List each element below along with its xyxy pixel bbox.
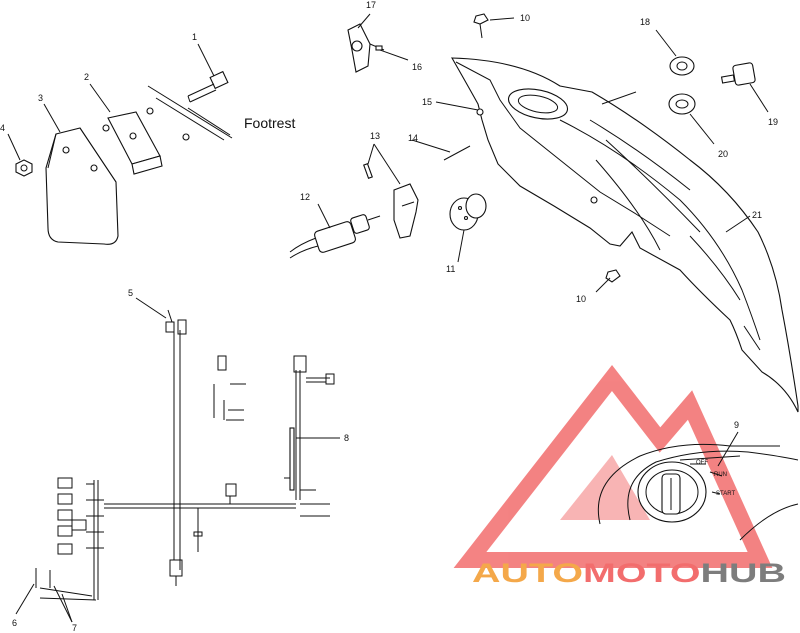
part-18-leader-b (601, 91, 637, 105)
callout-2: 2 (84, 72, 89, 82)
callout-5: 5 (128, 288, 133, 298)
watermark-moto: MOTO (583, 558, 701, 588)
callout-16: 16 (412, 62, 422, 72)
watermark-logo (453, 364, 773, 568)
footrest-label: Footrest (244, 115, 295, 131)
callout-10-bottom: 10 (576, 294, 586, 304)
part-10-screw-top (473, 13, 489, 39)
callout-15: 15 (422, 97, 432, 107)
callout-8: 8 (344, 433, 349, 443)
part-18-grommet (669, 56, 695, 76)
switch-run-label: RUN (714, 472, 727, 478)
part-1-bolt (187, 70, 229, 103)
callout-21: 21 (752, 210, 762, 220)
leader-lines (7, 13, 769, 623)
callout-12: 12 (300, 192, 310, 202)
callout-13: 13 (370, 131, 380, 141)
callout-3: 3 (38, 93, 43, 103)
part-15-clip (476, 108, 484, 116)
watermark-auto: AUTO (472, 558, 583, 588)
part-3-mudflap (45, 124, 119, 245)
part-14-pin (443, 145, 471, 161)
part-19-key (720, 62, 756, 86)
part-9-ignition-switch (597, 443, 799, 541)
part-11-socket (449, 193, 487, 231)
callout-19: 19 (768, 117, 778, 127)
callout-10-top: 10 (520, 13, 530, 23)
part-12-connector (289, 214, 381, 259)
part-21-rear-fender (451, 57, 799, 413)
callout-labels: 1 2 3 4 5 6 7 8 9 10 10 11 12 13 14 15 1… (0, 0, 778, 633)
part-13-light (363, 163, 419, 239)
callout-18: 18 (640, 17, 650, 27)
footrest-lines (147, 85, 233, 141)
wiring-harness (35, 309, 335, 601)
part-20-grommet (668, 93, 696, 115)
callout-14: 14 (408, 133, 418, 143)
callout-7: 7 (72, 623, 77, 633)
part-4-nut (15, 159, 33, 177)
part-17-bracket (347, 23, 385, 73)
callout-9: 9 (734, 420, 739, 430)
callout-1: 1 (192, 32, 197, 42)
callout-20: 20 (718, 149, 728, 159)
watermark-hub: HUB (701, 558, 786, 588)
callout-11: 11 (446, 264, 455, 274)
callout-4: 4 (0, 123, 5, 133)
part-2-plate (107, 107, 190, 175)
switch-start-label: START (716, 491, 735, 497)
callout-17: 17 (366, 0, 376, 10)
switch-off-label: OFF (696, 460, 708, 466)
callout-6: 6 (12, 618, 17, 628)
